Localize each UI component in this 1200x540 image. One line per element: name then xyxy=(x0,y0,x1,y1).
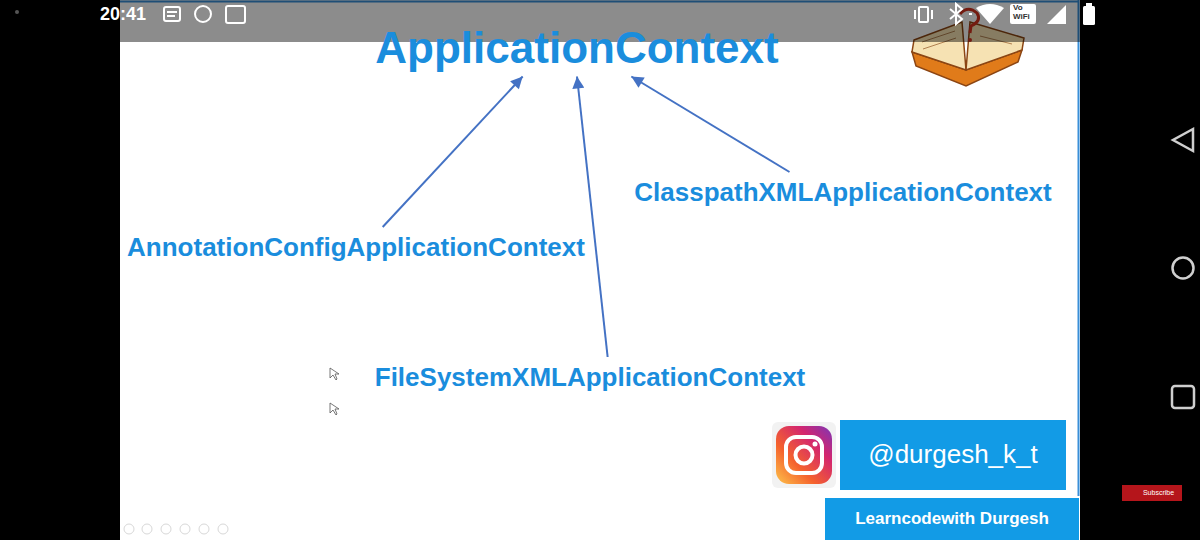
cursor-icon xyxy=(330,403,339,415)
status-dot xyxy=(15,10,19,14)
battery-icon xyxy=(1086,3,1092,6)
cursor-icon xyxy=(330,368,339,380)
subclass: ClasspathXMLApplicationContext xyxy=(629,172,1057,214)
channel-banner: Learncodewith Durgesh xyxy=(825,498,1079,540)
clock: 20:41 xyxy=(100,5,146,25)
nav-home xyxy=(1173,258,1194,279)
status-icons xyxy=(164,4,972,24)
instagram-icon xyxy=(772,422,836,488)
node-text: AnnotationConfigApplicationContext xyxy=(127,233,585,263)
inheritance-arrow xyxy=(631,77,789,173)
subclass: AnnotationConfigApplicationContext xyxy=(122,227,590,269)
node-text: FileSystemXMLApplicationContext xyxy=(375,363,806,393)
nav-back xyxy=(1173,129,1193,151)
slide xyxy=(120,0,1080,540)
nav-recent xyxy=(1172,386,1194,408)
node-text: ApplicationContext xyxy=(375,23,778,74)
inheritance-arrow xyxy=(383,77,523,228)
slide-border xyxy=(1078,0,1080,496)
wifi-icon xyxy=(976,4,1004,24)
base-class: ApplicationContext xyxy=(368,20,786,77)
battery-icon xyxy=(1083,6,1095,25)
inheritance-arrow xyxy=(577,77,608,358)
status-text: WiFi xyxy=(1013,13,1030,22)
vowifi-icon xyxy=(1010,4,1036,24)
signal-icon xyxy=(1047,5,1066,24)
player-controls xyxy=(124,524,228,534)
handle-box: @durgesh_k_t xyxy=(840,420,1066,490)
node-text: Subscribe xyxy=(1143,489,1174,497)
status-text: Vo xyxy=(1013,4,1023,13)
subclass: FileSystemXMLApplicationContext xyxy=(370,357,811,399)
subscribe-button: Subscribe xyxy=(1122,485,1182,501)
node-text: @durgesh_k_t xyxy=(868,440,1038,470)
node-text: ClasspathXMLApplicationContext xyxy=(634,178,1051,208)
node-text: Learncodewith Durgesh xyxy=(855,509,1049,529)
